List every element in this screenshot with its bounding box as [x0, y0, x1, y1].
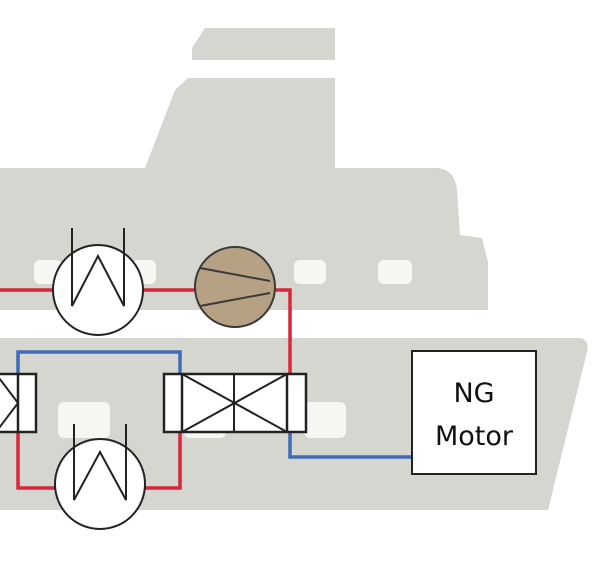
- heat-exchanger-icon: [54, 424, 146, 530]
- cold-pipe-loop: [16, 350, 182, 374]
- ng-motor-box: NG Motor: [411, 350, 537, 475]
- compressor-line: [199, 292, 271, 307]
- expansion-valve-icon: [162, 372, 308, 434]
- compressor-body: [194, 246, 276, 328]
- ship-window: [58, 402, 110, 438]
- heat-exchanger-body: [54, 438, 146, 530]
- compressor-icon: [194, 246, 276, 328]
- piping: [0, 288, 412, 490]
- hot-pipe-lower: [16, 432, 56, 490]
- ship-top-deck: [192, 28, 335, 60]
- motor-label-line2: Motor: [435, 421, 514, 452]
- motor-label-line1: NG: [453, 378, 494, 409]
- hot-pipe-to-valve: [270, 288, 292, 374]
- ship-window: [294, 260, 326, 284]
- heat-exchanger-icon: [52, 228, 144, 336]
- cold-pipe-to-motor: [288, 432, 412, 459]
- heat-exchanger-body: [52, 244, 144, 336]
- valve-cross: [181, 373, 288, 433]
- compressor-line: [199, 267, 271, 282]
- ship-superstructure: [145, 78, 335, 168]
- valve-cross: [0, 377, 19, 404]
- ship-window: [378, 260, 412, 284]
- motor-box-frame: [411, 350, 537, 475]
- heat-exchanger-coil: [73, 424, 127, 501]
- hot-pipe-lower: [144, 432, 182, 490]
- valve-cross: [0, 402, 19, 429]
- ship-window: [304, 402, 346, 438]
- heat-exchanger-coil: [71, 228, 125, 307]
- expansion-valve-icon: [0, 372, 38, 434]
